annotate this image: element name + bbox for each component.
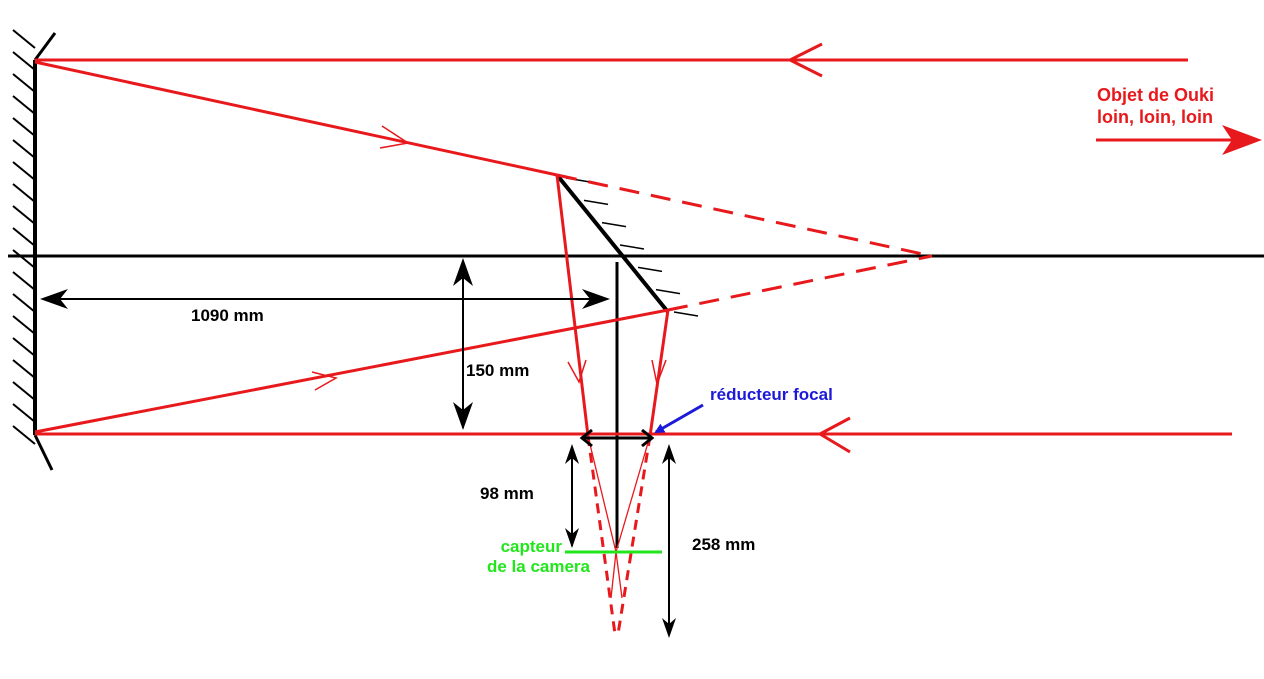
sensor-label-line2: de la camera bbox=[486, 557, 590, 576]
reduced-ray-paths bbox=[587, 435, 651, 599]
dimension-98 bbox=[565, 444, 579, 548]
incoming-rays bbox=[35, 42, 1232, 454]
dimension-150 bbox=[453, 258, 473, 430]
hatch-mark bbox=[655, 288, 681, 295]
secondary-reflected-rays bbox=[555, 174, 670, 437]
hatch-mark bbox=[12, 271, 36, 291]
hatch-mark bbox=[12, 139, 36, 159]
hatch-mark bbox=[673, 311, 699, 317]
object-direction-arrow bbox=[1096, 125, 1262, 155]
hatch-mark bbox=[12, 381, 36, 401]
hatch-mark bbox=[12, 51, 36, 71]
reducer-to-focus-label: 258 mm bbox=[692, 535, 756, 554]
hatch-mark bbox=[12, 227, 36, 247]
hatch-mark bbox=[12, 403, 36, 423]
primary-mirror bbox=[12, 29, 57, 471]
secondary-mirror bbox=[555, 173, 699, 317]
dimension-1090 bbox=[40, 289, 610, 309]
hatch-mark bbox=[12, 117, 36, 137]
reducer-to-sensor-label: 98 mm bbox=[480, 484, 534, 503]
sensor-label-line1: capteur bbox=[500, 537, 562, 556]
sensor-label: capteur de la camera bbox=[462, 537, 590, 577]
hatch-mark bbox=[637, 266, 663, 273]
object-label-line1: Objet de Ouki bbox=[1097, 85, 1215, 105]
hatch-mark bbox=[12, 315, 36, 335]
hatch-mark bbox=[12, 249, 36, 269]
object-label-line2: loin, loin, loin bbox=[1097, 107, 1213, 127]
reducer-label: réducteur focal bbox=[710, 385, 833, 404]
hatch-mark bbox=[12, 337, 36, 357]
hatch-mark bbox=[12, 161, 36, 181]
hatch-mark bbox=[583, 199, 609, 206]
hatch-mark bbox=[12, 73, 36, 93]
focal-length-label: 1090 mm bbox=[191, 306, 264, 325]
hatch-mark bbox=[12, 205, 36, 225]
mirror-offset-label: 150 mm bbox=[466, 361, 530, 380]
hatch-mark bbox=[12, 29, 36, 49]
hatch-mark bbox=[12, 95, 36, 115]
hatch-mark bbox=[619, 244, 645, 250]
primary-reflected-rays bbox=[34, 60, 669, 434]
hatch-mark bbox=[12, 425, 36, 445]
hatch-mark bbox=[12, 359, 36, 379]
object-label: Objet de Ouki loin, loin, loin bbox=[1097, 84, 1214, 128]
dimension-258 bbox=[662, 444, 676, 638]
focal-reducer-lens bbox=[579, 428, 655, 448]
hatch-mark bbox=[601, 221, 627, 228]
virtual-ray-extensions bbox=[556, 173, 933, 312]
hatch-mark bbox=[12, 183, 36, 203]
hatch-mark bbox=[12, 293, 36, 313]
reducer-pointer-arrow bbox=[654, 403, 704, 434]
